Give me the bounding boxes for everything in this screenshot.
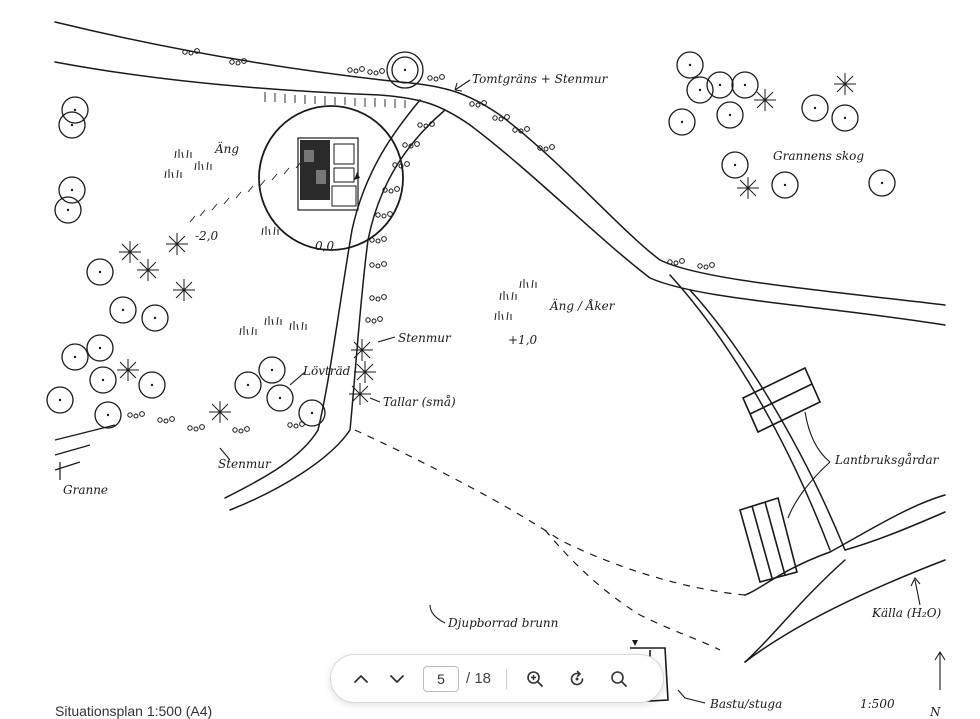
- label-ang-aker: Äng / Åker: [549, 297, 616, 313]
- house-plan: [258, 105, 404, 251]
- search-icon: [611, 670, 627, 687]
- dashed-paths: [354, 429, 746, 651]
- label-ang: Äng: [214, 140, 239, 156]
- chevron-down-icon: [390, 674, 404, 683]
- driveway: [224, 99, 446, 511]
- label-scale: 1:500: [860, 697, 895, 711]
- label-lantbruksgardar: Lantbruksgårdar: [834, 452, 940, 467]
- label-lovtrad: Lövträd: [302, 364, 351, 378]
- page-number-input[interactable]: [423, 665, 459, 692]
- search-button[interactable]: [601, 661, 637, 697]
- zoom-in-icon: [527, 670, 543, 687]
- annotation-arrows: [219, 79, 946, 704]
- label-north: N: [929, 705, 941, 718]
- rotate-icon: [570, 670, 584, 685]
- embankment: [189, 92, 406, 223]
- road: [54, 21, 946, 663]
- previous-page-button[interactable]: [343, 661, 379, 697]
- neighbour-fence: [54, 424, 116, 480]
- page-total: / 18: [466, 670, 492, 687]
- label-granne: Granne: [63, 483, 108, 497]
- label-stenmur-1: Stenmur: [398, 331, 452, 345]
- label-tallar: Tallar (små): [383, 394, 456, 409]
- farm-buildings: [739, 366, 822, 583]
- label-elev-2: 0,0: [315, 239, 334, 253]
- toolbar-divider: [506, 668, 507, 689]
- label-bastu: Bastu/stuga: [709, 697, 782, 711]
- rotate-button[interactable]: [559, 661, 595, 697]
- pdf-toolbar: / 18: [330, 654, 664, 703]
- label-elev-1: -2,0: [195, 229, 219, 243]
- label-elev-3: +1,0: [508, 333, 538, 347]
- next-page-button[interactable]: [379, 661, 415, 697]
- figure-caption: Situationsplan 1:500 (A4): [55, 703, 213, 719]
- label-kalla: Källa (H₂O): [871, 606, 942, 620]
- label-tomtgrans: Tomtgräns + Stenmur: [472, 72, 609, 86]
- zoom-in-button[interactable]: [517, 661, 553, 697]
- label-stenmur-2: Stenmur: [218, 457, 272, 471]
- trees: [46, 51, 896, 429]
- label-granne-skog: Grannens skog: [773, 149, 864, 163]
- pine-trees: [116, 72, 857, 424]
- label-djupborrad-brunn: Djupborrad brunn: [447, 616, 558, 630]
- chevron-up-icon: [354, 674, 368, 683]
